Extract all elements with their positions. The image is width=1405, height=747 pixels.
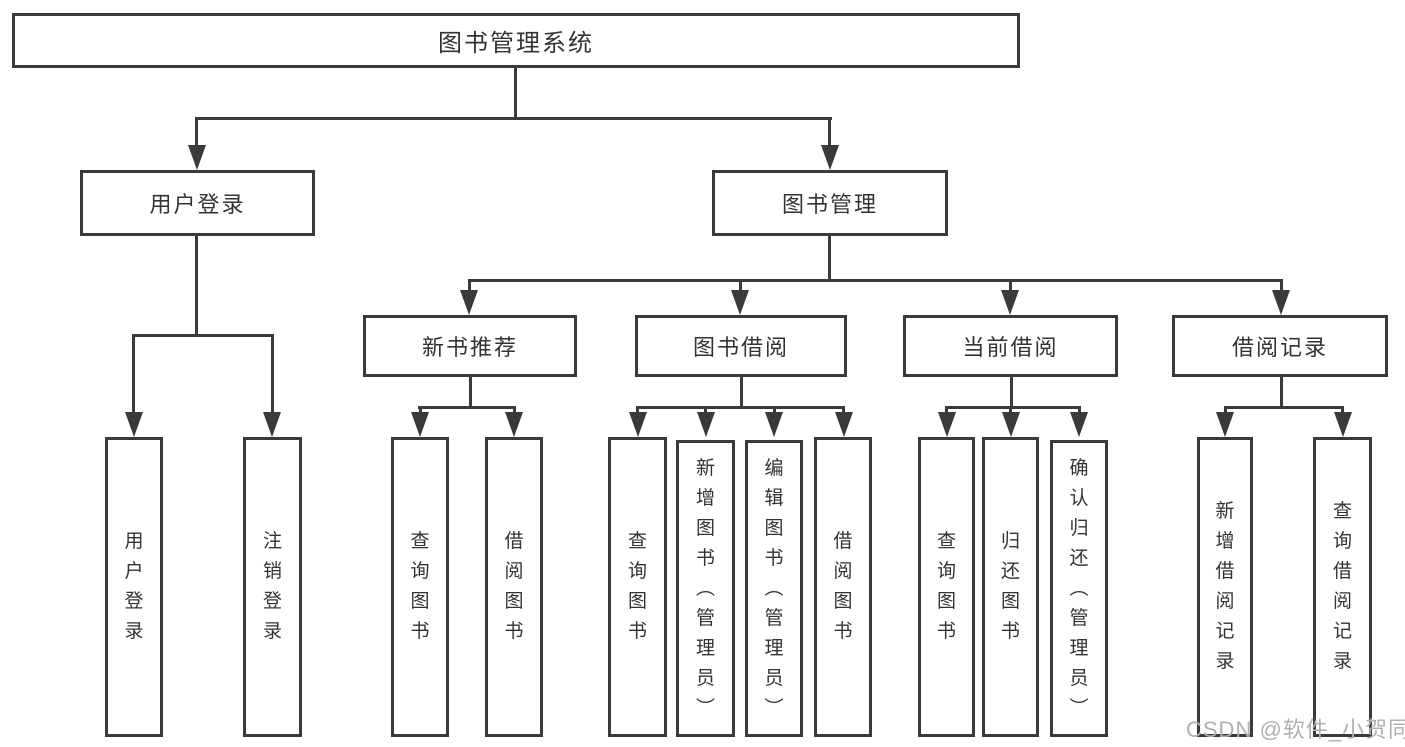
leaf-user-login: 用户登录 xyxy=(105,437,163,737)
connector-line xyxy=(468,279,1283,282)
arrow-down-icon xyxy=(188,145,206,170)
arrow-down-icon xyxy=(938,412,956,437)
leaf-edit-books-admin: 编辑图书︵管理员︶ xyxy=(745,440,803,737)
arrow-down-icon xyxy=(1002,412,1020,437)
connector-line xyxy=(196,117,832,120)
leaf-borrow-books: 借阅图书 xyxy=(814,437,872,737)
arrow-down-icon xyxy=(411,412,429,437)
arrow-down-icon xyxy=(460,290,478,315)
leaf-logout: 注销登录 xyxy=(243,437,302,737)
connector-line xyxy=(1280,377,1283,408)
node-user-login: 用户登录 xyxy=(80,170,315,236)
leaf-add-borrow-record: 新增借阅记录 xyxy=(1197,437,1253,737)
leaf-query-borrow-record: 查询借阅记录 xyxy=(1313,437,1372,737)
connector-line xyxy=(1280,279,1283,297)
connector-line xyxy=(828,236,831,282)
node-library-management-system: 图书管理系统 xyxy=(12,13,1020,68)
node-book-management: 图书管理 xyxy=(712,170,948,236)
arrow-down-icon xyxy=(629,412,647,437)
connector-line xyxy=(740,377,743,408)
connector-line xyxy=(195,117,198,150)
leaf-confirm-return-admin: 确认归还︵管理员︶ xyxy=(1050,440,1108,737)
arrow-down-icon xyxy=(765,412,783,437)
leaf-borrow-query-books: 查询图书 xyxy=(608,437,667,737)
leaf-add-books-admin: 新增图书︵管理员︶ xyxy=(676,440,735,737)
node-new-book-recommendation: 新书推荐 xyxy=(363,315,577,377)
connector-line xyxy=(132,334,135,416)
leaf-return-books: 归还图书 xyxy=(982,437,1039,737)
arrow-down-icon xyxy=(697,412,715,437)
arrow-down-icon xyxy=(835,412,853,437)
watermark: CSDN @软件_小贺同学 xyxy=(1186,717,1405,742)
arrow-down-icon xyxy=(731,290,749,315)
node-borrowing-records: 借阅记录 xyxy=(1172,315,1388,377)
arrow-down-icon xyxy=(1001,290,1019,315)
connector-line xyxy=(132,334,274,337)
arrow-down-icon xyxy=(263,412,281,437)
node-current-borrowing: 当前借阅 xyxy=(903,315,1118,377)
leaf-current-query-books: 查询图书 xyxy=(918,437,975,737)
node-book-borrowing: 图书借阅 xyxy=(635,315,847,377)
connector-line xyxy=(636,406,845,409)
leaf-recommend-query-books: 查询图书 xyxy=(391,437,449,737)
connector-line xyxy=(469,377,472,408)
connector-line xyxy=(828,117,831,150)
connector-line xyxy=(739,279,742,297)
arrow-down-icon xyxy=(1216,412,1234,437)
connector-line xyxy=(1224,406,1344,409)
arrow-down-icon xyxy=(505,412,523,437)
arrow-down-icon xyxy=(1334,412,1352,437)
connector-line xyxy=(1010,377,1013,408)
leaf-recommend-borrow-books: 借阅图书 xyxy=(485,437,543,737)
connector-line xyxy=(271,334,274,416)
arrow-down-icon xyxy=(125,412,143,437)
connector-line xyxy=(1009,279,1012,297)
arrow-down-icon xyxy=(821,145,839,170)
connector-line xyxy=(514,68,517,120)
connector-line xyxy=(418,406,516,409)
connector-line xyxy=(945,406,1081,409)
arrow-down-icon xyxy=(1070,412,1088,437)
connector-line xyxy=(468,279,471,297)
connector-line xyxy=(195,236,198,337)
arrow-down-icon xyxy=(1272,290,1290,315)
